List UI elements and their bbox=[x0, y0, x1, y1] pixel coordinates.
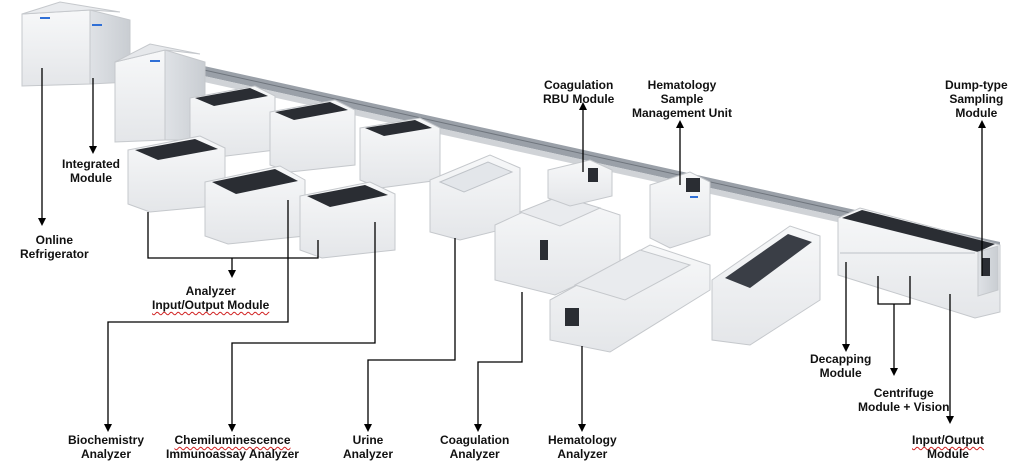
urine-analyzer-unit bbox=[429, 154, 521, 241]
line-analyzer-io-bracket bbox=[147, 212, 319, 259]
line-urine bbox=[364, 238, 456, 432]
connector-lines bbox=[38, 68, 986, 432]
coagulation-analyzer-unit bbox=[494, 159, 621, 296]
analyzer-modules-back bbox=[189, 85, 441, 189]
sample-processing-line bbox=[837, 207, 1001, 319]
online-refrigerator-unit bbox=[21, 1, 131, 87]
storage-module-unit bbox=[711, 225, 821, 346]
line-coagulation bbox=[474, 292, 523, 432]
line-biochemistry bbox=[104, 200, 289, 432]
line-chemiluminescence bbox=[228, 222, 376, 432]
analyzer-modules-front bbox=[127, 135, 396, 259]
hematology-analyzer-unit bbox=[549, 171, 711, 353]
